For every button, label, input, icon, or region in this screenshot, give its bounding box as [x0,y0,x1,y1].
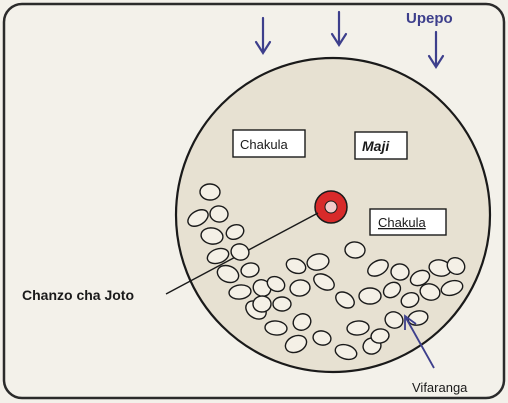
chick-blob [252,295,271,312]
heat-source-label: Chanzo cha Joto [22,287,134,303]
wind-label: Upepo [406,10,453,27]
heat-source-bulb [325,201,337,213]
chick-blob [359,288,381,304]
food-label-right: Chakula [378,215,426,230]
water-label: Maji [362,138,390,154]
chick-blob [344,241,365,258]
chick-blob [273,297,291,311]
food-label-left: Chakula [240,137,288,152]
chicks-label: Vifaranga [412,380,468,395]
chick-blob [200,184,221,201]
